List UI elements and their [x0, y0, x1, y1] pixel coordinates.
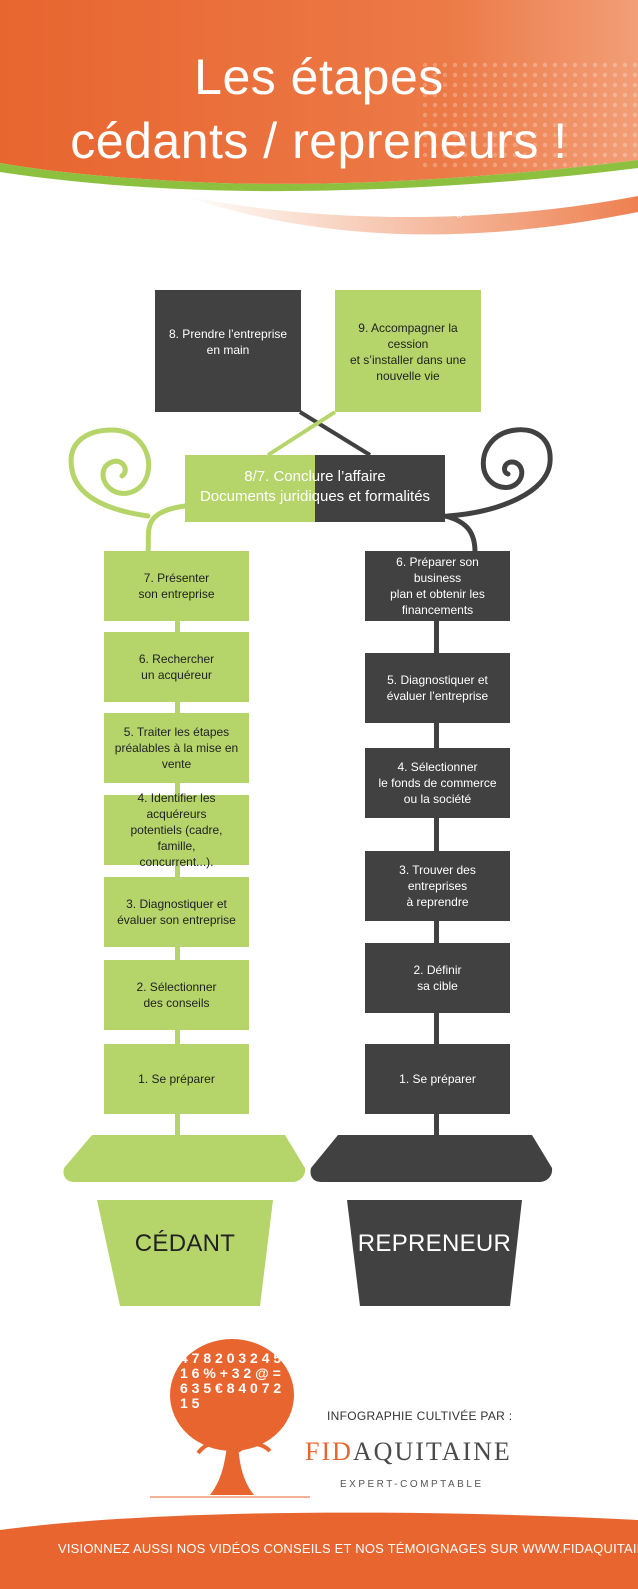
repreneur-pot-body [347, 1200, 522, 1306]
tree-number-glyphs: 4 7 8 2 0 3 2 4 5 1 6 % + 3 2 @ = 6 3 5 … [180, 1351, 282, 1411]
title-line-2: cédants / repreneurs ! [70, 113, 568, 169]
footer-banner [0, 1512, 638, 1589]
pots [63, 1135, 553, 1306]
brand-tagline: EXPERT-COMPTABLE [340, 1479, 484, 1490]
footer-text[interactable]: VISIONNEZ AUSSI NOS VIDÉOS CONSEILS ET N… [58, 1541, 638, 1556]
repreneur-step-2: 2. Définir sa cible [365, 943, 510, 1013]
dark-swirl [442, 427, 553, 555]
repreneur-label: REPRENEUR [357, 1230, 512, 1257]
header-banner [0, 0, 638, 235]
repreneur-step-6: 6. Préparer son business plan et obtenir… [365, 551, 510, 621]
repreneur-step-5: 5. Diagnostiquer et évaluer l’entreprise [365, 653, 510, 723]
cedant-label: CÉDANT [134, 1230, 236, 1257]
connectors [68, 410, 553, 555]
step-87-subtitle: Documents juridiques et formalités [199, 488, 431, 505]
cedant-step-3: 3. Diagnostiquer et évaluer son entrepri… [104, 877, 249, 947]
repreneur-step-1: 1. Se préparer [365, 1044, 510, 1114]
cedant-step-1: 1. Se préparer [104, 1044, 249, 1114]
step-9-box: 9. Accompagner la cession et s’installer… [335, 290, 481, 412]
cedant-pot-rim [63, 1135, 306, 1182]
repreneur-pot-rim [310, 1135, 553, 1182]
title-line-1: Les étapes [194, 49, 444, 105]
tree-logo: 4 7 8 2 0 3 2 4 5 1 6 % + 3 2 @ = 6 3 5 … [150, 1335, 310, 1505]
step-87-title: 8/7. Conclure l’affaire [244, 468, 386, 485]
green-swirl [68, 427, 188, 555]
cedant-step-7: 7. Présenter son entreprise [104, 551, 249, 621]
credit-text: INFOGRAPHIE CULTIVÉE PAR : [327, 1409, 513, 1423]
repreneur-step-4: 4. Sélectionner le fonds de commerce ou … [365, 748, 510, 818]
cedant-step-5: 5. Traiter les étapes préalables à la mi… [104, 713, 249, 783]
brand-logo-text: FIDAQUITAINE [305, 1437, 512, 1466]
cedant-step-2: 2. Sélectionner des conseils [104, 960, 249, 1030]
step-87-box: 8/7. Conclure l’affaire Documents juridi… [185, 455, 445, 522]
step-8-box: 8. Prendre l’entreprise en main [155, 290, 301, 412]
cedant-pot-body [97, 1200, 273, 1306]
cedant-step-6: 6. Rechercher un acquéreur [104, 632, 249, 702]
cedant-step-4: 4. Identifier les acquéreurs potentiels … [104, 791, 249, 869]
repreneur-step-3: 3. Trouver des entreprises à reprendre [365, 851, 510, 921]
